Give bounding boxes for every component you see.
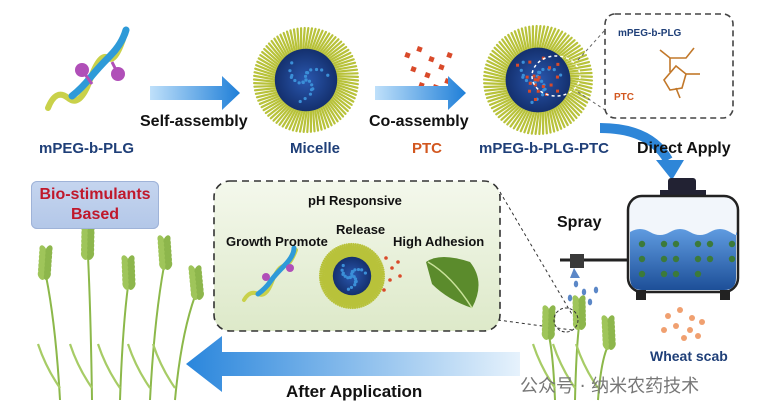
label-growth-promote: Growth Promote xyxy=(226,234,328,249)
arrow-co-assembly xyxy=(375,76,466,110)
badge-line-2: Based xyxy=(70,206,120,223)
label-self-assembly: Self-assembly xyxy=(140,113,248,130)
spray-tank-icon xyxy=(560,178,740,300)
arrow-after-application xyxy=(186,336,520,392)
label-complex: mPEG-b-PLG-PTC xyxy=(479,140,609,157)
release-micelle-icon xyxy=(318,242,402,310)
label-wheat-scab: Wheat scab xyxy=(650,348,728,364)
label-ptc: PTC xyxy=(412,140,442,157)
ptc-particles-icon xyxy=(404,46,453,91)
label-ph-responsive: pH Responsive xyxy=(308,193,402,208)
label-polymer: mPEG-b-PLG xyxy=(39,140,135,157)
healthy-wheat-icon xyxy=(36,225,204,401)
label-inset-polymer: mPEG-b-PLG xyxy=(618,28,682,39)
leaf-icon xyxy=(426,257,479,309)
label-inset-ptc: PTC xyxy=(614,92,634,103)
spray-droplets-icon xyxy=(567,280,599,312)
molecule-structure-icon xyxy=(659,47,700,99)
label-after-application: After Application xyxy=(286,382,423,401)
badge-line-1: Bio-stimulants xyxy=(39,186,151,203)
micelle-icon xyxy=(252,26,360,134)
wheat-scab-particles-icon xyxy=(661,307,705,341)
sprayed-wheat-icon xyxy=(531,295,616,401)
arrow-direct-apply xyxy=(599,123,673,163)
bio-stimulants-badge: Bio-stimulants Based xyxy=(31,181,159,229)
watermark: 公众号 · 纳米农药技术 xyxy=(520,376,700,397)
label-high-adhesion: High Adhesion xyxy=(393,234,485,249)
label-direct-apply: Direct Apply xyxy=(637,140,731,157)
growth-polymer-icon xyxy=(242,245,298,302)
label-co-assembly: Co-assembly xyxy=(369,113,469,130)
polymer-chain-icon xyxy=(45,26,130,111)
label-spray: Spray xyxy=(557,214,602,231)
label-release: Release xyxy=(336,222,386,237)
arrow-self-assembly xyxy=(150,76,240,110)
complex-micelle-icon xyxy=(482,24,594,136)
label-micelle: Micelle xyxy=(290,140,341,157)
molecule-inset-box xyxy=(604,13,734,119)
